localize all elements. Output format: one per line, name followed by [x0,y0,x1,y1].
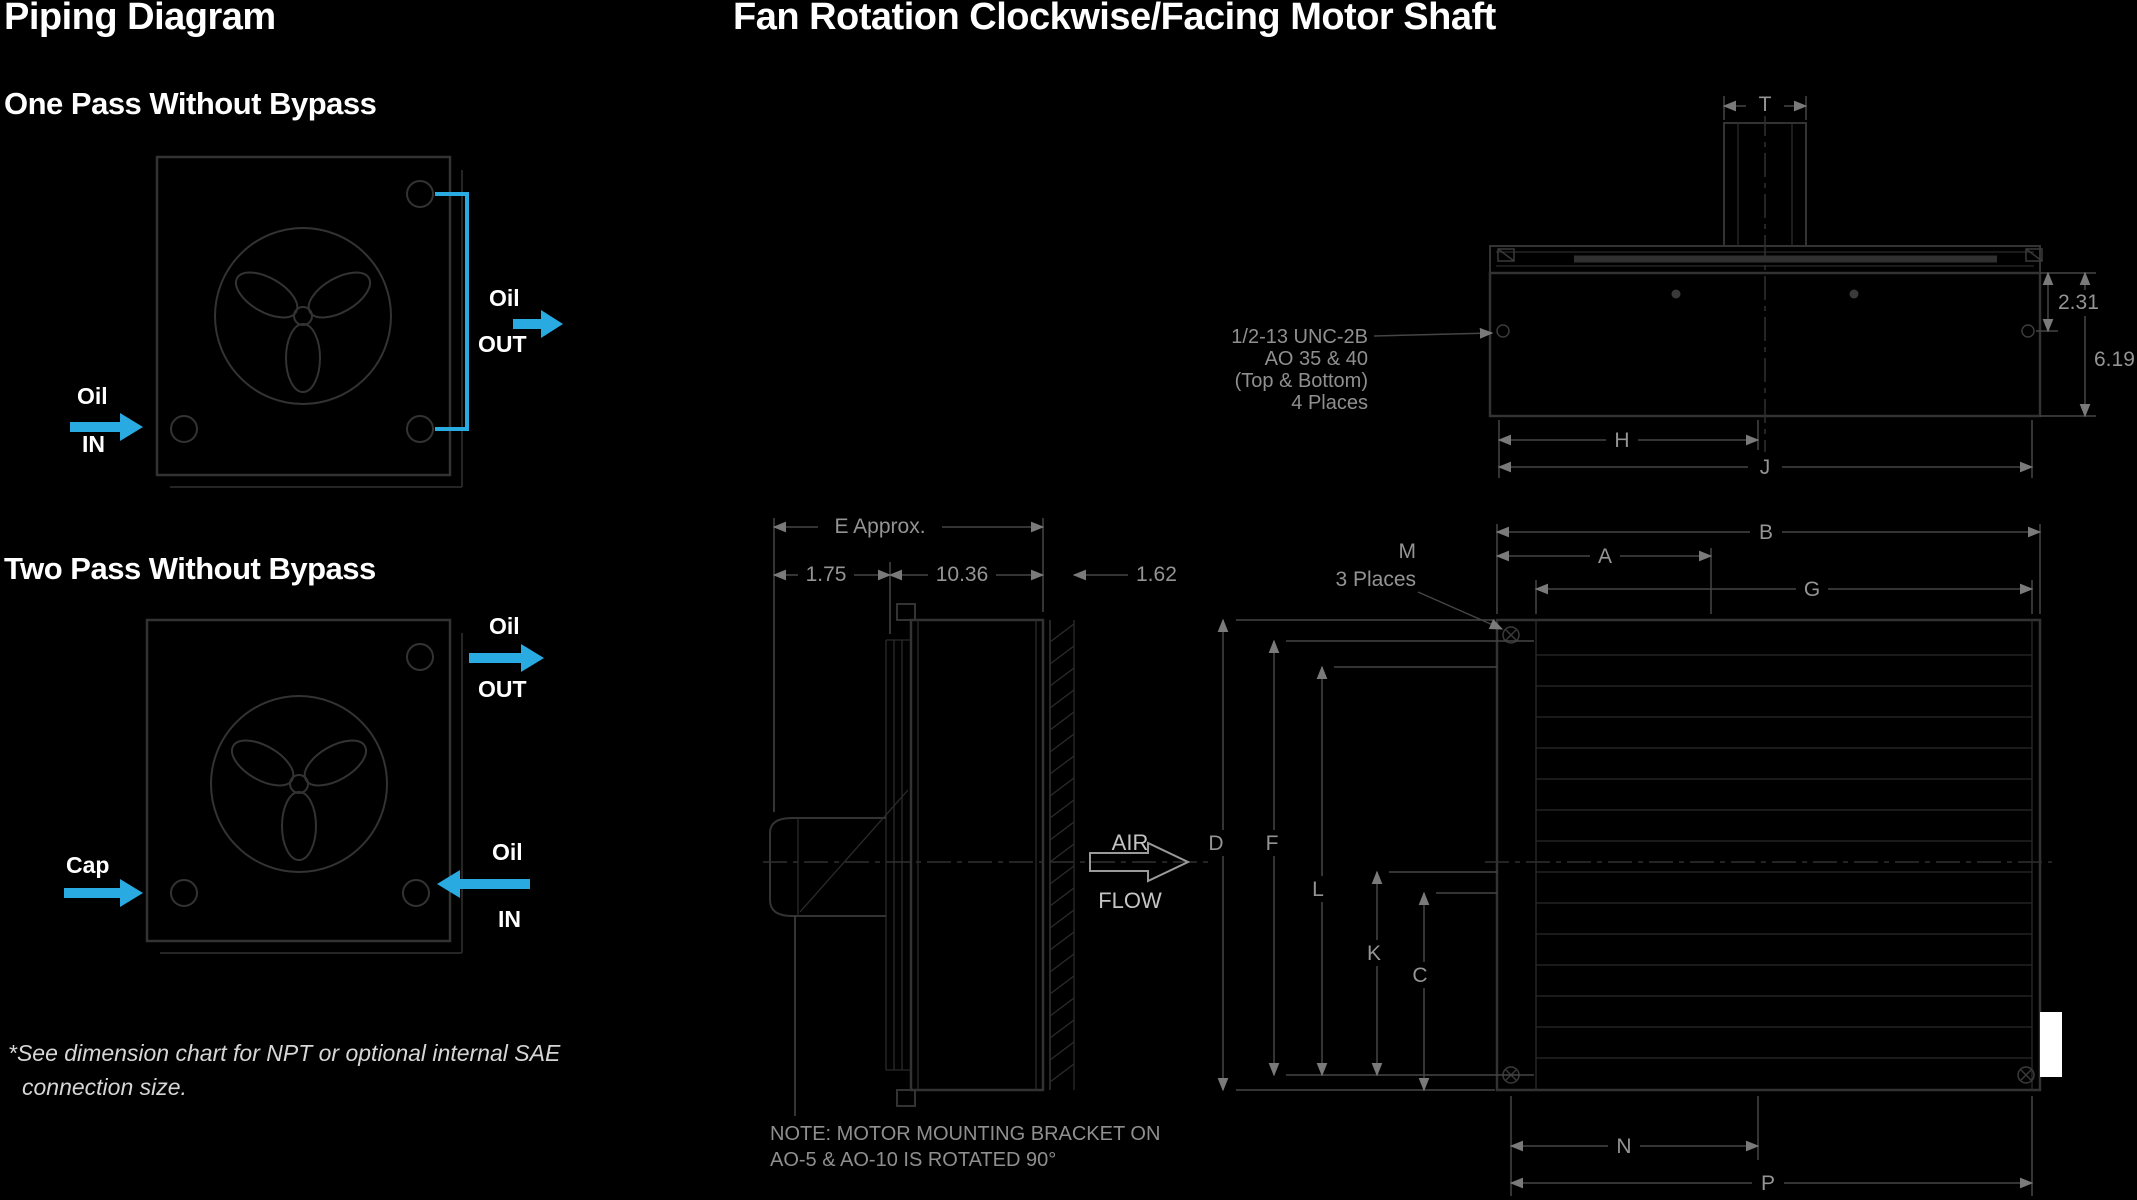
dim-f-label: F [1266,832,1279,855]
corner-mounting-bolts [1502,626,2035,1084]
oil-in-dir: IN [498,906,521,932]
dim-p-label: P [1761,1172,1775,1195]
fan-shroud-circle [210,695,388,873]
dim-a-label: A [1598,545,1612,568]
dim-231-label: 2.31 [2058,291,2099,314]
two-pass-diagram: Oil OUT Cap Oil IN [64,613,544,954]
dim-n-label: N [1616,1135,1631,1158]
front-view-extension-lines [1236,524,2041,1196]
dim-t-label: T [1759,93,1772,116]
dim-619-label: 6.19 [2094,348,2135,371]
oil-in-word: Oil [77,383,108,409]
motor-outline [769,817,886,917]
side-view-drawing: E Approx. 1.75 10.36 1.62 AIR FLOW NOTE:… [763,513,1213,1171]
one-pass-heading: One Pass Without Bypass [4,86,377,121]
cap-arrow [64,879,143,907]
motor-brace-line [799,789,909,913]
oil-in-arrow [437,870,530,898]
oil-out-dir: OUT [478,331,527,357]
cooler-plate [155,155,452,477]
dim-175-label: 1.75 [806,563,847,586]
cooler-plate [145,618,452,943]
bolt-note-line1: 1/2-13 UNC-2B [1231,326,1368,348]
bolt-note-line3: (Top & Bottom) [1235,370,1368,392]
footnote: *See dimension chart for NPT or optional… [8,1036,560,1104]
white-patch [2040,1012,2062,1077]
top-view-drawing: T 2.31 6.19 H J 1/2-13 UNC-2B AO 35 & 40… [1231,92,2136,479]
oil-out-arrow [513,310,563,338]
plate-shadow-edge [160,633,463,954]
footnote-line2: connection size. [22,1074,187,1100]
core-fins [1536,654,2032,1059]
plate-bolts [1496,248,2043,338]
dim-k-label: K [1367,942,1381,965]
dim-m-label: M [1399,540,1417,563]
one-pass-diagram: Oil OUT Oil IN [70,155,563,488]
air-label: AIR [1112,830,1149,855]
fan-rotation-title: Fan Rotation Clockwise/Facing Motor Shaf… [733,0,1496,38]
oil-out-word: Oil [489,613,520,639]
air-flow-arrow [1089,841,1191,883]
oil-in-word: Oil [492,839,523,865]
oil-out-arrow [469,644,544,672]
footnote-line1: *See dimension chart for NPT or optional… [8,1040,561,1066]
oil-in-dir: IN [82,431,105,457]
fan-blades [230,739,368,861]
two-pass-heading: Two Pass Without Bypass [4,551,376,586]
dim-c-label: C [1412,964,1427,987]
dim-e-label: E Approx. [834,515,925,538]
flow-label: FLOW [1098,888,1162,913]
top-mounting-tab [896,603,916,621]
top-view-extension-lines [1498,96,2096,478]
m-leader [1417,591,1504,630]
dim-b-label: B [1759,521,1773,544]
motor-bracket-detail [1737,123,1793,246]
motor-note-line1: NOTE: MOTOR MOUNTING BRACKET ON [770,1123,1160,1145]
port-bottom-left [170,879,198,907]
dim-h-label: H [1614,429,1629,452]
fan-shroud-circle [214,227,392,405]
front-outline [1495,618,2042,1092]
port-top-right [406,180,434,208]
bolt-note-line4: 4 Places [1291,392,1368,414]
oil-out-word: Oil [489,285,520,311]
oil-out-dir: OUT [478,676,527,702]
core-side-outline [909,618,1045,1092]
dim-d-label: D [1208,832,1223,855]
port-bottom-right [406,415,434,443]
front-view-dimension-lines [1217,526,2042,1189]
core-side-detail [885,620,1037,1090]
bolt-note-line2: AO 35 & 40 [1265,348,1368,370]
fan-blades [234,271,372,393]
oil-out-bracket [435,192,469,431]
mounting-wall [1049,620,1075,1090]
bolt-note-leader [1373,327,1494,339]
port-top-right [406,643,434,671]
front-view-drawing: B A G M 3 Places D F L K C N P [1198,518,2062,1196]
bolt-spec-note: 1/2-13 UNC-2B AO 35 & 40 (Top & Bottom) … [1231,326,1368,414]
dim-j-label: J [1760,456,1771,479]
bottom-mounting-tab [896,1089,916,1107]
wall-hatching [1049,623,1075,1083]
dim-l-label: L [1312,878,1324,901]
oil-in-arrow [70,413,143,441]
piping-diagram-title: Piping Diagram [4,0,276,38]
port-bottom-right [402,879,430,907]
motor-note-line2: AO-5 & AO-10 IS ROTATED 90° [770,1149,1056,1171]
m-places-label: 3 Places [1335,568,1416,591]
dim-162-label: 1.62 [1136,563,1177,586]
cap-label: Cap [66,852,109,878]
dim-g-label: G [1804,578,1820,601]
port-bottom-left [170,415,198,443]
dim-1036-label: 10.36 [936,563,989,586]
plate-shadow-edge [170,170,463,488]
